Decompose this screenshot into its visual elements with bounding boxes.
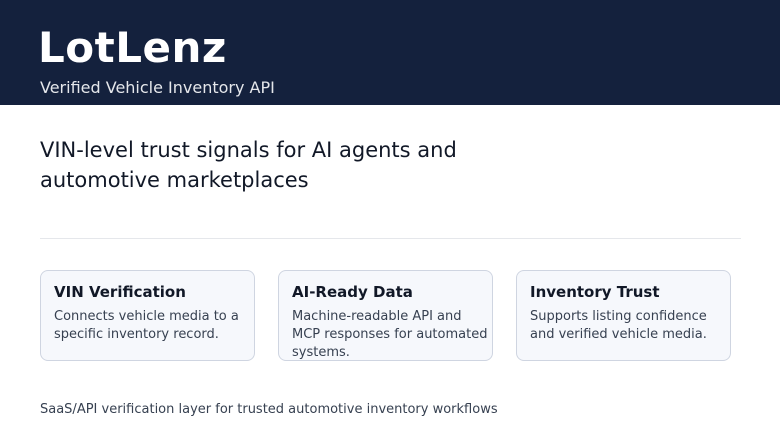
- feature-card-description: Machine-readable API and MCP responses f…: [292, 309, 488, 360]
- tagline: Verified Vehicle Inventory API: [40, 78, 275, 97]
- site-header: LotLenz Verified Vehicle Inventory API: [0, 0, 780, 105]
- section-divider: [40, 238, 741, 239]
- footer-text: SaaS/API verification layer for trusted …: [40, 402, 498, 417]
- feature-card-vin-verification: VIN Verification Connects vehicle media …: [40, 270, 255, 361]
- hero-headline: VIN-level trust signals for AI agents an…: [40, 138, 457, 192]
- feature-card-description: Supports listing confidence and verified…: [530, 309, 707, 342]
- feature-card-title: Inventory Trust: [530, 283, 660, 301]
- feature-card-ai-ready-data: AI-Ready Data Machine-readable API and M…: [278, 270, 493, 361]
- feature-card-title: VIN Verification: [54, 283, 186, 301]
- feature-card-description: Connects vehicle media to a specific inv…: [54, 309, 239, 342]
- brand-logo-text: LotLenz: [38, 23, 227, 72]
- feature-card-title: AI-Ready Data: [292, 283, 413, 301]
- feature-card-inventory-trust: Inventory Trust Supports listing confide…: [516, 270, 731, 361]
